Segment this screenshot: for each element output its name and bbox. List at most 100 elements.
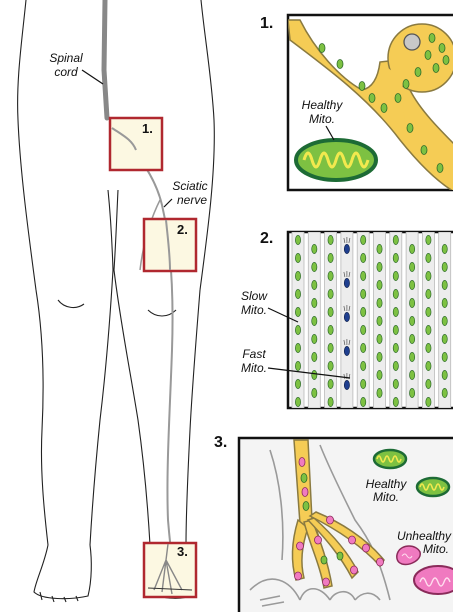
slow-mito-dot: [393, 343, 398, 352]
slow-mito-dot: [361, 235, 366, 244]
slow-mito-dot: [377, 280, 382, 289]
slow-mito-dot: [361, 289, 366, 298]
spinal-cord: [104, 0, 107, 118]
healthy-mito-label-3-line2: Mito.: [373, 490, 399, 504]
slow-mito-dot: [442, 352, 447, 361]
slow-mito-dot: [295, 271, 300, 280]
slow-mito-dot: [410, 280, 415, 289]
slow-mito-dot: [312, 244, 317, 253]
slow-mito-dot: [295, 325, 300, 334]
slow-mito-dot: [426, 307, 431, 316]
spinal-cord-label-line2: cord: [54, 65, 78, 79]
slow-mito-dot: [328, 271, 333, 280]
slow-mito-dot: [377, 298, 382, 307]
slow-mito-dot: [361, 253, 366, 262]
slow-mito-dot: [312, 370, 317, 379]
slow-mito-dot: [328, 361, 333, 370]
healthy-mito-label-1-line2: Mito.: [309, 112, 335, 126]
unhealthy-mito-icon-large: [414, 566, 453, 594]
slow-mito-dot: [312, 298, 317, 307]
panel-3-number: 3.: [214, 434, 227, 451]
slow-mito-dot: [312, 352, 317, 361]
slow-mito-dot: [328, 325, 333, 334]
panel-2: Slow Mito. Fast Mito.: [241, 232, 453, 408]
slow-mito-dot: [361, 307, 366, 316]
leg-box-3-number: 3.: [177, 544, 188, 559]
slow-mito-dot: [426, 289, 431, 298]
leg-box-3: 3.: [144, 543, 196, 597]
healthy-mito-icon-small-2: [417, 478, 449, 496]
panel-2-number: 2.: [260, 230, 273, 247]
slow-mito-dot: [295, 253, 300, 262]
slow-mito-dot: [410, 334, 415, 343]
slow-mito-label-line1: Slow: [241, 289, 268, 303]
unhealthy-mito-label-line2: Mito.: [423, 542, 449, 556]
sciatic-nerve-label-line1: Sciatic: [172, 179, 207, 193]
sciatic-nerve: [115, 130, 174, 575]
slow-mito-dot: [328, 343, 333, 352]
fast-mito-label-line2: Mito.: [241, 361, 267, 375]
sciatic-nerve-label-line2: nerve: [177, 193, 207, 207]
slow-mito-dot: [426, 271, 431, 280]
slow-mito-dot: [295, 289, 300, 298]
slow-mito-dot: [426, 361, 431, 370]
slow-mito-dot: [361, 325, 366, 334]
slow-mito-dot: [442, 388, 447, 397]
fast-mito-dot: [344, 244, 349, 253]
slow-mito-dot: [393, 379, 398, 388]
slow-mito-dot: [410, 388, 415, 397]
spinal-cord-pointer: [82, 70, 103, 84]
spinal-cord-label-line1: Spinal: [49, 51, 83, 65]
legs-outline: [18, 0, 215, 602]
healthy-mito-icon-small: [374, 450, 406, 468]
slow-mito-dot: [410, 298, 415, 307]
slow-mito-dot: [410, 352, 415, 361]
slow-mito-dot: [393, 325, 398, 334]
slow-mito-dot: [361, 343, 366, 352]
panel-3: Healthy Mito. Unhealthy Mito.: [239, 438, 453, 612]
slow-mito-dot: [295, 307, 300, 316]
slow-mito-dot: [328, 253, 333, 262]
leg-box-1: 1.: [110, 118, 162, 170]
slow-mito-dot: [426, 397, 431, 406]
slow-mito-dot: [393, 397, 398, 406]
slow-mito-dot: [410, 262, 415, 271]
slow-mito-dot: [361, 361, 366, 370]
slow-mito-dot: [410, 244, 415, 253]
fast-mito-dot: [344, 278, 349, 287]
slow-mito-dot: [312, 316, 317, 325]
slow-mito-dot: [442, 262, 447, 271]
slow-mito-label-line2: Mito.: [241, 303, 267, 317]
sciatic-nerve-pointer: [164, 199, 172, 207]
slow-mito-dot: [312, 388, 317, 397]
slow-mito-dot: [295, 343, 300, 352]
slow-mito-dot: [393, 361, 398, 370]
leg-box-1-number: 1.: [142, 121, 153, 136]
slow-mito-dot: [312, 262, 317, 271]
fast-mito-dot: [344, 380, 349, 389]
healthy-mito-icon: [296, 140, 376, 180]
slow-mito-dot: [377, 244, 382, 253]
slow-mito-dot: [393, 235, 398, 244]
slow-mito-dot: [295, 235, 300, 244]
slow-mito-dot: [377, 316, 382, 325]
slow-mito-dot: [295, 361, 300, 370]
healthy-mito-label-3-line1: Healthy: [366, 477, 408, 491]
slow-mito-dot: [393, 289, 398, 298]
slow-mito-dot: [328, 379, 333, 388]
slow-mito-dot: [426, 379, 431, 388]
slow-mito-dot: [410, 316, 415, 325]
slow-mito-dot: [295, 397, 300, 406]
slow-mito-dot: [442, 370, 447, 379]
slow-mito-dot: [442, 280, 447, 289]
slow-mito-dot: [377, 352, 382, 361]
panel-1-number: 1.: [260, 15, 273, 32]
slow-mito-dot: [328, 307, 333, 316]
slow-mito-dot: [328, 235, 333, 244]
slow-mito-dot: [442, 244, 447, 253]
slow-mito-dot: [393, 253, 398, 262]
slow-mito-dot: [361, 397, 366, 406]
leg-box-2-number: 2.: [177, 222, 188, 237]
slow-mito-dot: [361, 271, 366, 280]
slow-mito-dot: [377, 370, 382, 379]
